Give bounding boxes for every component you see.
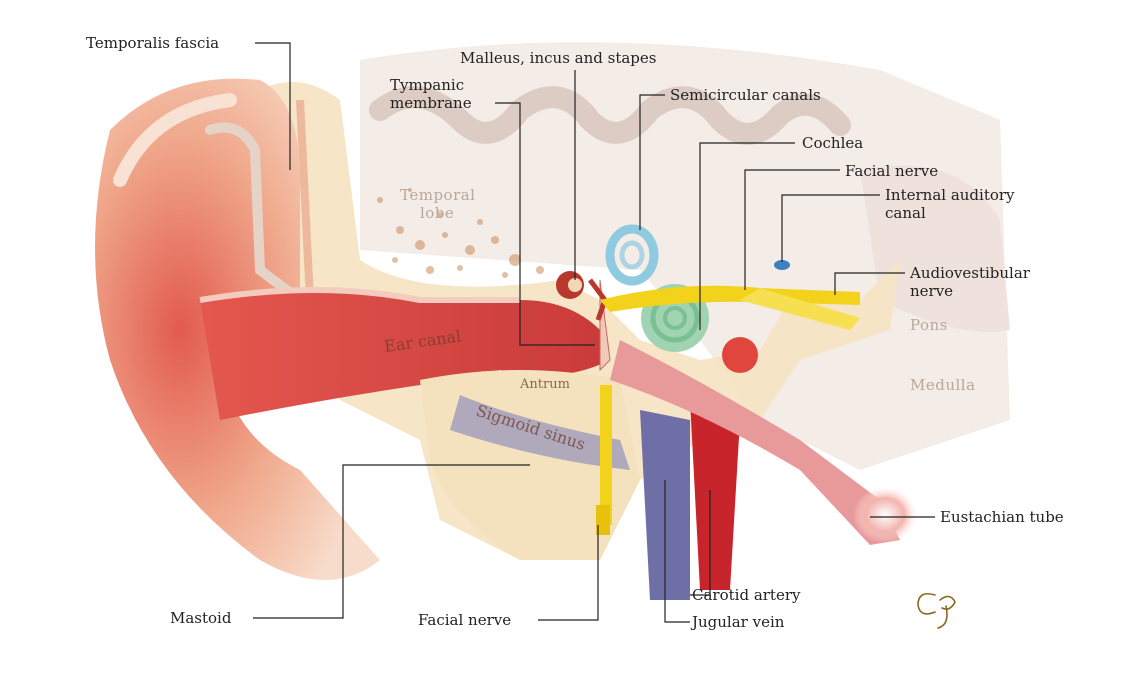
temporal-lobe-label-2: lobe bbox=[420, 204, 454, 222]
internal-auditory-canal-label-2: canal bbox=[885, 204, 926, 222]
mastoid-label: Mastoid bbox=[170, 609, 232, 627]
vessel-cross-section bbox=[722, 337, 758, 373]
facial-nerve-bottom-label: Facial nerve bbox=[418, 611, 511, 629]
carotid-artery-label: Carotid artery bbox=[692, 586, 801, 604]
audiovestibular-nerve-label-2: nerve bbox=[910, 282, 953, 300]
antrum-label: Antrum bbox=[519, 377, 570, 392]
facial-nerve-top-label: Facial nerve bbox=[845, 162, 938, 180]
jugular-vein-label: Jugular vein bbox=[690, 613, 785, 631]
temporal-lobe-label-1: Temporal bbox=[400, 186, 475, 204]
cochlea-label: Cochlea bbox=[802, 134, 863, 152]
tympanic-membrane-label-2: membrane bbox=[390, 94, 472, 112]
audiovestibular-nerve-label-1: Audiovestibular bbox=[909, 264, 1031, 282]
temporalis-fascia-label: Temporalis fascia bbox=[86, 34, 219, 52]
eustachian-tube-label: Eustachian tube bbox=[940, 508, 1064, 526]
tympanic-membrane-label-1: Tympanic bbox=[390, 76, 464, 94]
semicircular-canals-label: Semicircular canals bbox=[670, 86, 821, 104]
pons-label: Pons bbox=[910, 316, 948, 334]
artist-signature bbox=[918, 594, 955, 628]
ossicles-label: Malleus, incus and stapes bbox=[460, 49, 656, 67]
internal-auditory-canal-label-1: Internal auditory bbox=[885, 186, 1015, 204]
medulla-label: Medulla bbox=[910, 376, 976, 394]
